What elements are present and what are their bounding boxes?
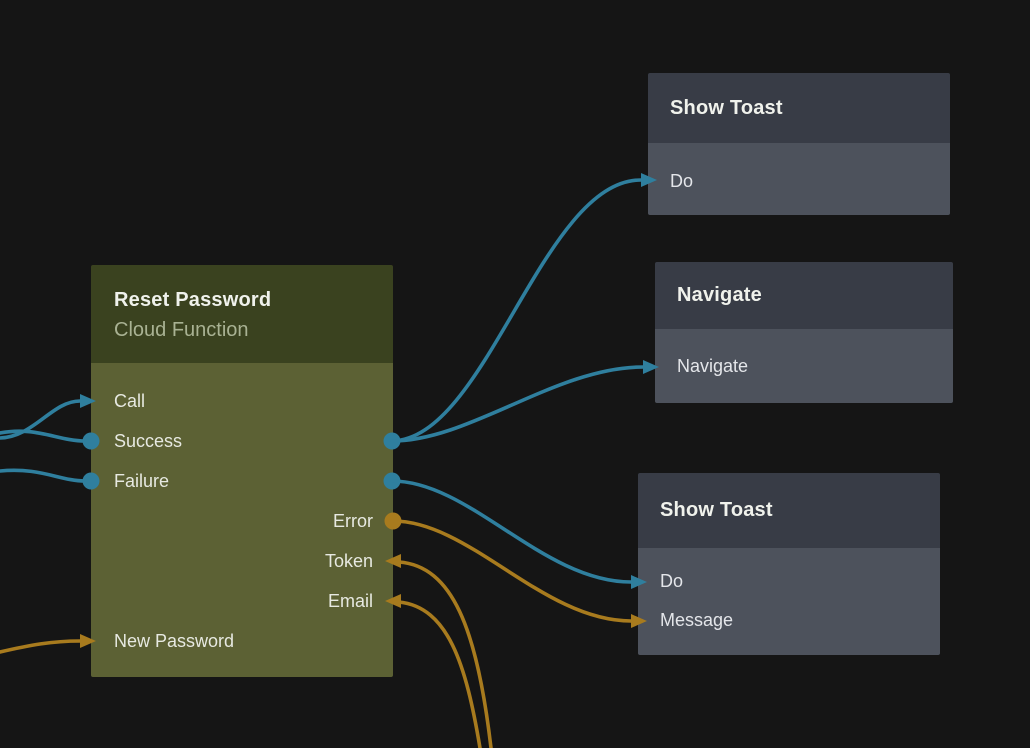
node-show-toast-top[interactable]: Show Toast Do [648,73,950,215]
node-reset-password-body: Call Success Failure Error Token Email N… [91,363,393,677]
port-do[interactable]: Do [648,161,950,201]
port-token-label: Token [324,550,373,571]
node-title: Navigate [677,284,762,306]
port-success[interactable]: Success [91,421,393,461]
port-navigate[interactable]: Navigate [655,346,953,386]
port-navigate-label: Navigate [677,355,749,376]
node-show-toast-top-body: Do [648,143,950,215]
node-show-toast-top-header[interactable]: Show Toast [648,73,950,143]
node-navigate-body: Navigate [655,329,953,403]
node-title: Show Toast [660,499,773,521]
node-reset-password-header[interactable]: Reset Password Cloud Function [91,265,393,363]
port-email-label: Email [327,590,373,611]
port-token[interactable]: Token [91,541,393,581]
wire-in-success[interactable] [0,429,87,443]
port-failure[interactable]: Failure [91,461,393,501]
wire-error-to-toast-message[interactable] [391,519,633,623]
node-title: Reset Password [114,289,272,311]
node-reset-password[interactable]: Reset Password Cloud Function Call Succe… [91,265,393,677]
port-do-label: Do [660,571,684,591]
port-success-label: Success [114,430,183,451]
port-new-password-label: New Password [114,630,235,651]
node-navigate-header[interactable]: Navigate [655,262,953,329]
node-title: Show Toast [670,96,783,119]
node-show-toast-bottom[interactable]: Show Toast Do Message [638,473,940,655]
port-new-password[interactable]: New Password [91,621,393,661]
port-failure-label: Failure [114,470,170,491]
port-do-label: Do [670,170,694,191]
wire-success-to-toast-do[interactable] [390,178,643,443]
node-navigate[interactable]: Navigate Navigate [655,262,953,403]
wire-in-failure[interactable] [0,468,87,483]
node-show-toast-bottom-header[interactable]: Show Toast [638,473,940,548]
wire-failure-to-toast-do[interactable] [390,479,633,584]
wire-in-email[interactable] [397,600,482,748]
port-call-label: Call [114,390,146,411]
wire-in-new-password[interactable] [0,639,82,654]
node-subtitle: Cloud Function [114,319,249,341]
port-call[interactable]: Call [91,381,393,421]
port-error-label: Error [333,510,373,531]
port-message-label: Message [660,610,734,630]
port-email[interactable]: Email [91,581,393,621]
wire-success-to-navigate[interactable] [390,365,645,443]
wire-in-call[interactable] [0,399,82,440]
port-error[interactable]: Error [91,501,393,541]
node-show-toast-bottom-body: Do Message [638,548,940,655]
port-do[interactable]: Do [638,562,940,601]
wire-in-token[interactable] [397,560,493,748]
port-message[interactable]: Message [638,601,940,640]
